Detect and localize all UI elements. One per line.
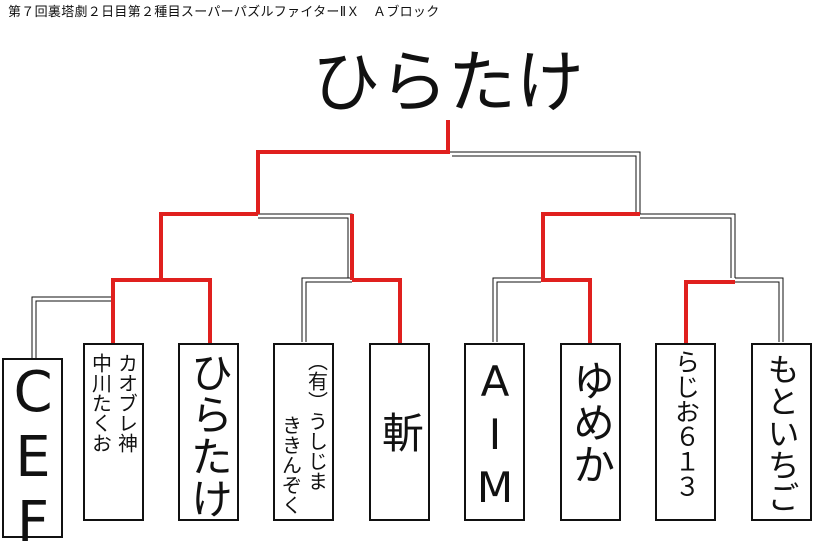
entrant-box-aim[interactable]: AIM (464, 343, 525, 521)
entrant-name: （有）うしじま (304, 351, 329, 491)
win-path-zan (352, 278, 402, 343)
entrant-name: 斬 (375, 411, 425, 453)
entrant-box-zan[interactable]: 斬 (369, 343, 430, 521)
entrant-name: AIM (470, 357, 520, 516)
entrant-box-kaobure[interactable]: カオブレ神 中川たくお (83, 343, 144, 521)
win-path-qf-left (159, 212, 258, 280)
entrant-box-yumeka[interactable]: ゆめか (560, 343, 621, 521)
match-line-motoichigo-inner (735, 281, 780, 342)
entrant-name: もといちご (762, 353, 801, 513)
bracket-title: 第７回裏塔劇２日目第２種目スーパーパズルファイターⅡＸ Ａブロック (8, 5, 440, 20)
match-line-qf-left-losing (258, 213, 353, 278)
win-path-hiratake (111, 278, 212, 343)
tournament-bracket (31, 120, 784, 358)
entrant-box-motoichigo[interactable]: もといちご (751, 343, 812, 521)
champion-name: ひらたけ (312, 44, 585, 123)
match-line-qf-right (640, 213, 736, 278)
entrant-box-rajio[interactable]: らじお６１３ (655, 343, 716, 521)
match-line-aim-inner (496, 281, 541, 342)
match-line-motoichigo (735, 277, 784, 342)
bracket-lines-losing (31, 151, 784, 358)
entrant-name: カオブレ神 (114, 353, 139, 453)
bracket-lines-winning (111, 120, 735, 343)
match-line-qf-right-inner (640, 217, 732, 278)
entrant-box-ushijima[interactable]: （有）うしじま ききんぞく (273, 343, 334, 521)
entrant-name: らじお６１３ (671, 349, 701, 499)
win-path-sf-left (256, 120, 450, 214)
entrant-name-line2: ききんぞく (278, 415, 303, 515)
entrant-name: ゆめか (566, 359, 616, 485)
entrant-box-cef[interactable]: CEF (0, 358, 66, 555)
match-line-cef (31, 296, 113, 358)
match-line-aim (492, 277, 541, 342)
match-line-ushijima-inner (305, 281, 352, 342)
entrant-name-line2: 中川たくお (88, 353, 113, 453)
match-line-sf-right-top-inner (452, 155, 637, 214)
entrant-name: ひらたけ (184, 351, 234, 519)
win-path-rajio (684, 280, 735, 343)
match-line-sf-right-top (448, 151, 641, 214)
match-line-qf-left-losing-inner (258, 217, 349, 278)
win-path-yumeka (541, 212, 640, 343)
entrant-name: CEF (0, 360, 66, 555)
entrant-box-hiratake[interactable]: ひらたけ (178, 343, 239, 521)
match-line-ushijima (301, 277, 352, 342)
match-line-cef-inner (35, 300, 113, 358)
